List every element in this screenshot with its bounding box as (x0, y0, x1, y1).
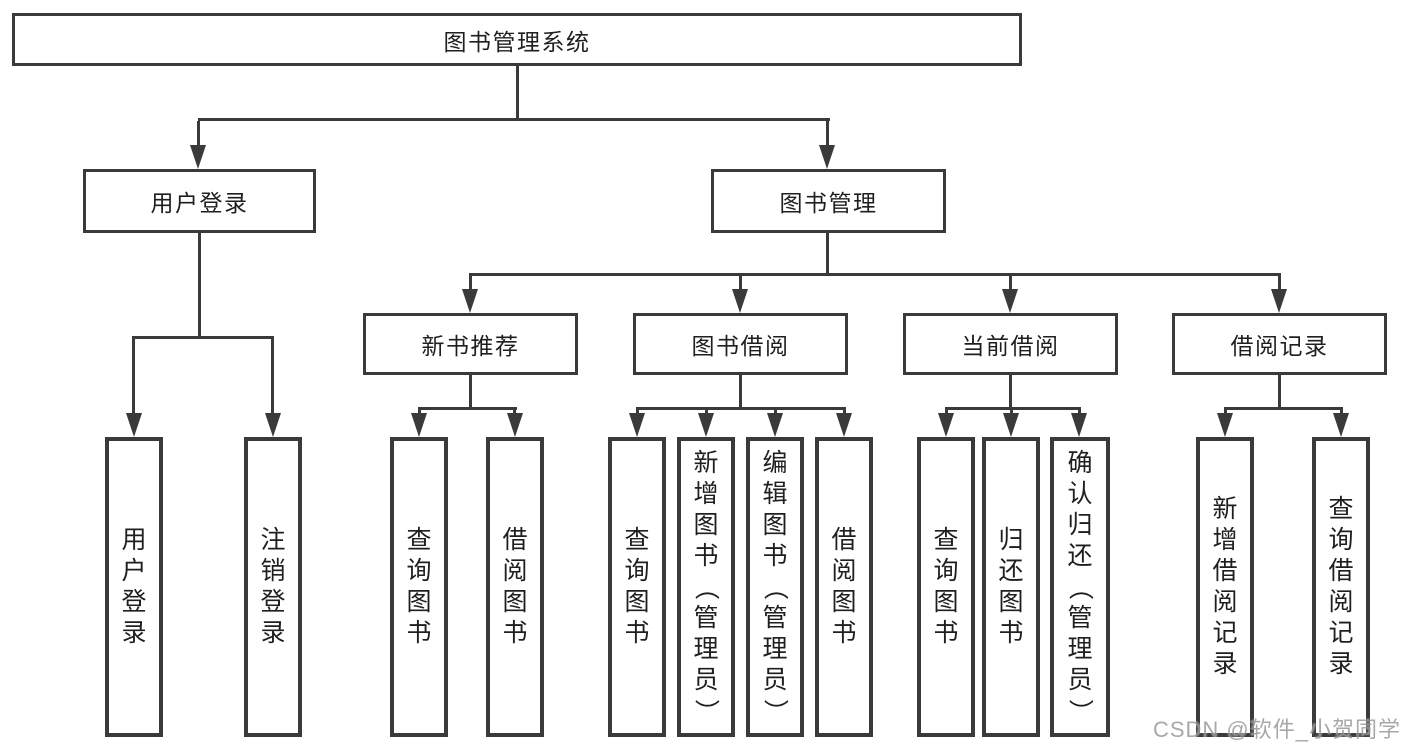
connector-stem-records (1278, 276, 1281, 291)
arrow-down-g3a-icon (938, 413, 954, 437)
arrow-down-g4a-icon (1217, 413, 1233, 437)
node-new-book-recommendation: 新书推荐 (363, 313, 578, 375)
connector-stem-leaf-login (132, 339, 135, 415)
leaf-confirm-return-admin: 确认归还（管理员） (1050, 437, 1110, 737)
arrow-down-g2c-icon (767, 413, 783, 437)
node-user-login: 用户登录 (83, 169, 316, 233)
connector-userlogin-hline (132, 336, 274, 339)
arrow-down-current-icon (1002, 289, 1018, 313)
arrow-down-recommend-icon (462, 289, 478, 313)
connector-stem-borrowing (739, 276, 742, 291)
leaf-query-borrow-record: 查询借阅记录 (1312, 437, 1370, 737)
arrow-down-g1a-icon (411, 413, 427, 437)
connector-root-hline (198, 118, 830, 121)
arrow-down-leaf-login-icon (126, 413, 142, 437)
connector-borrowing-hline (636, 407, 846, 410)
leaf-borrow-books-recommend: 借阅图书 (486, 437, 544, 737)
connector-stem-book-management (826, 121, 829, 147)
connector-recommend-hline (418, 407, 517, 410)
node-book-management: 图书管理 (711, 169, 946, 233)
node-current-borrowing: 当前借阅 (903, 313, 1118, 375)
connector-bookmgmt-vline (826, 233, 829, 276)
arrow-down-g2a-icon (629, 413, 645, 437)
connector-stem-current (1009, 276, 1012, 291)
leaf-user-login: 用户登录 (105, 437, 163, 737)
connector-records-vline (1278, 375, 1281, 410)
leaf-query-books-current: 查询图书 (917, 437, 975, 737)
arrow-down-user-login-icon (190, 145, 206, 169)
leaf-add-books-admin: 新增图书（管理员） (677, 437, 735, 737)
connector-stem-leaf-logout (271, 339, 274, 415)
connector-recommend-vline (469, 375, 472, 410)
connector-root-vline (516, 66, 519, 121)
arrow-down-leaf-logout-icon (265, 413, 281, 437)
connector-bookmgmt-hline (469, 273, 1281, 276)
arrow-down-g2b-icon (698, 413, 714, 437)
connector-userlogin-vline (198, 233, 201, 339)
csdn-watermark: CSDN @软件_小贺同学 (1152, 717, 1401, 742)
arrow-down-records-icon (1271, 289, 1287, 313)
arrow-down-g3c-icon (1071, 413, 1087, 437)
node-book-borrowing: 图书借阅 (633, 313, 848, 375)
leaf-borrow-books: 借阅图书 (815, 437, 873, 737)
node-root-system: 图书管理系统 (12, 13, 1022, 66)
leaf-query-books-recommend: 查询图书 (390, 437, 448, 737)
arrow-down-borrowing-icon (732, 289, 748, 313)
connector-stem-user-login (197, 121, 200, 147)
connector-stem-recommend (469, 276, 472, 291)
connector-records-hline (1224, 407, 1343, 410)
node-borrowing-records: 借阅记录 (1172, 313, 1387, 375)
leaf-edit-books-admin: 编辑图书（管理员） (746, 437, 804, 737)
leaf-logout: 注销登录 (244, 437, 302, 737)
connector-borrowing-vline (739, 375, 742, 410)
arrow-down-g1b-icon (507, 413, 523, 437)
arrow-down-book-management-icon (819, 145, 835, 169)
leaf-return-books: 归还图书 (982, 437, 1040, 737)
connector-current-hline (945, 407, 1081, 410)
leaf-add-borrow-record: 新增借阅记录 (1196, 437, 1254, 737)
connector-current-vline (1009, 375, 1012, 410)
leaf-query-books-borrowing: 查询图书 (608, 437, 666, 737)
arrow-down-g2d-icon (836, 413, 852, 437)
arrow-down-g3b-icon (1003, 413, 1019, 437)
arrow-down-g4b-icon (1333, 413, 1349, 437)
